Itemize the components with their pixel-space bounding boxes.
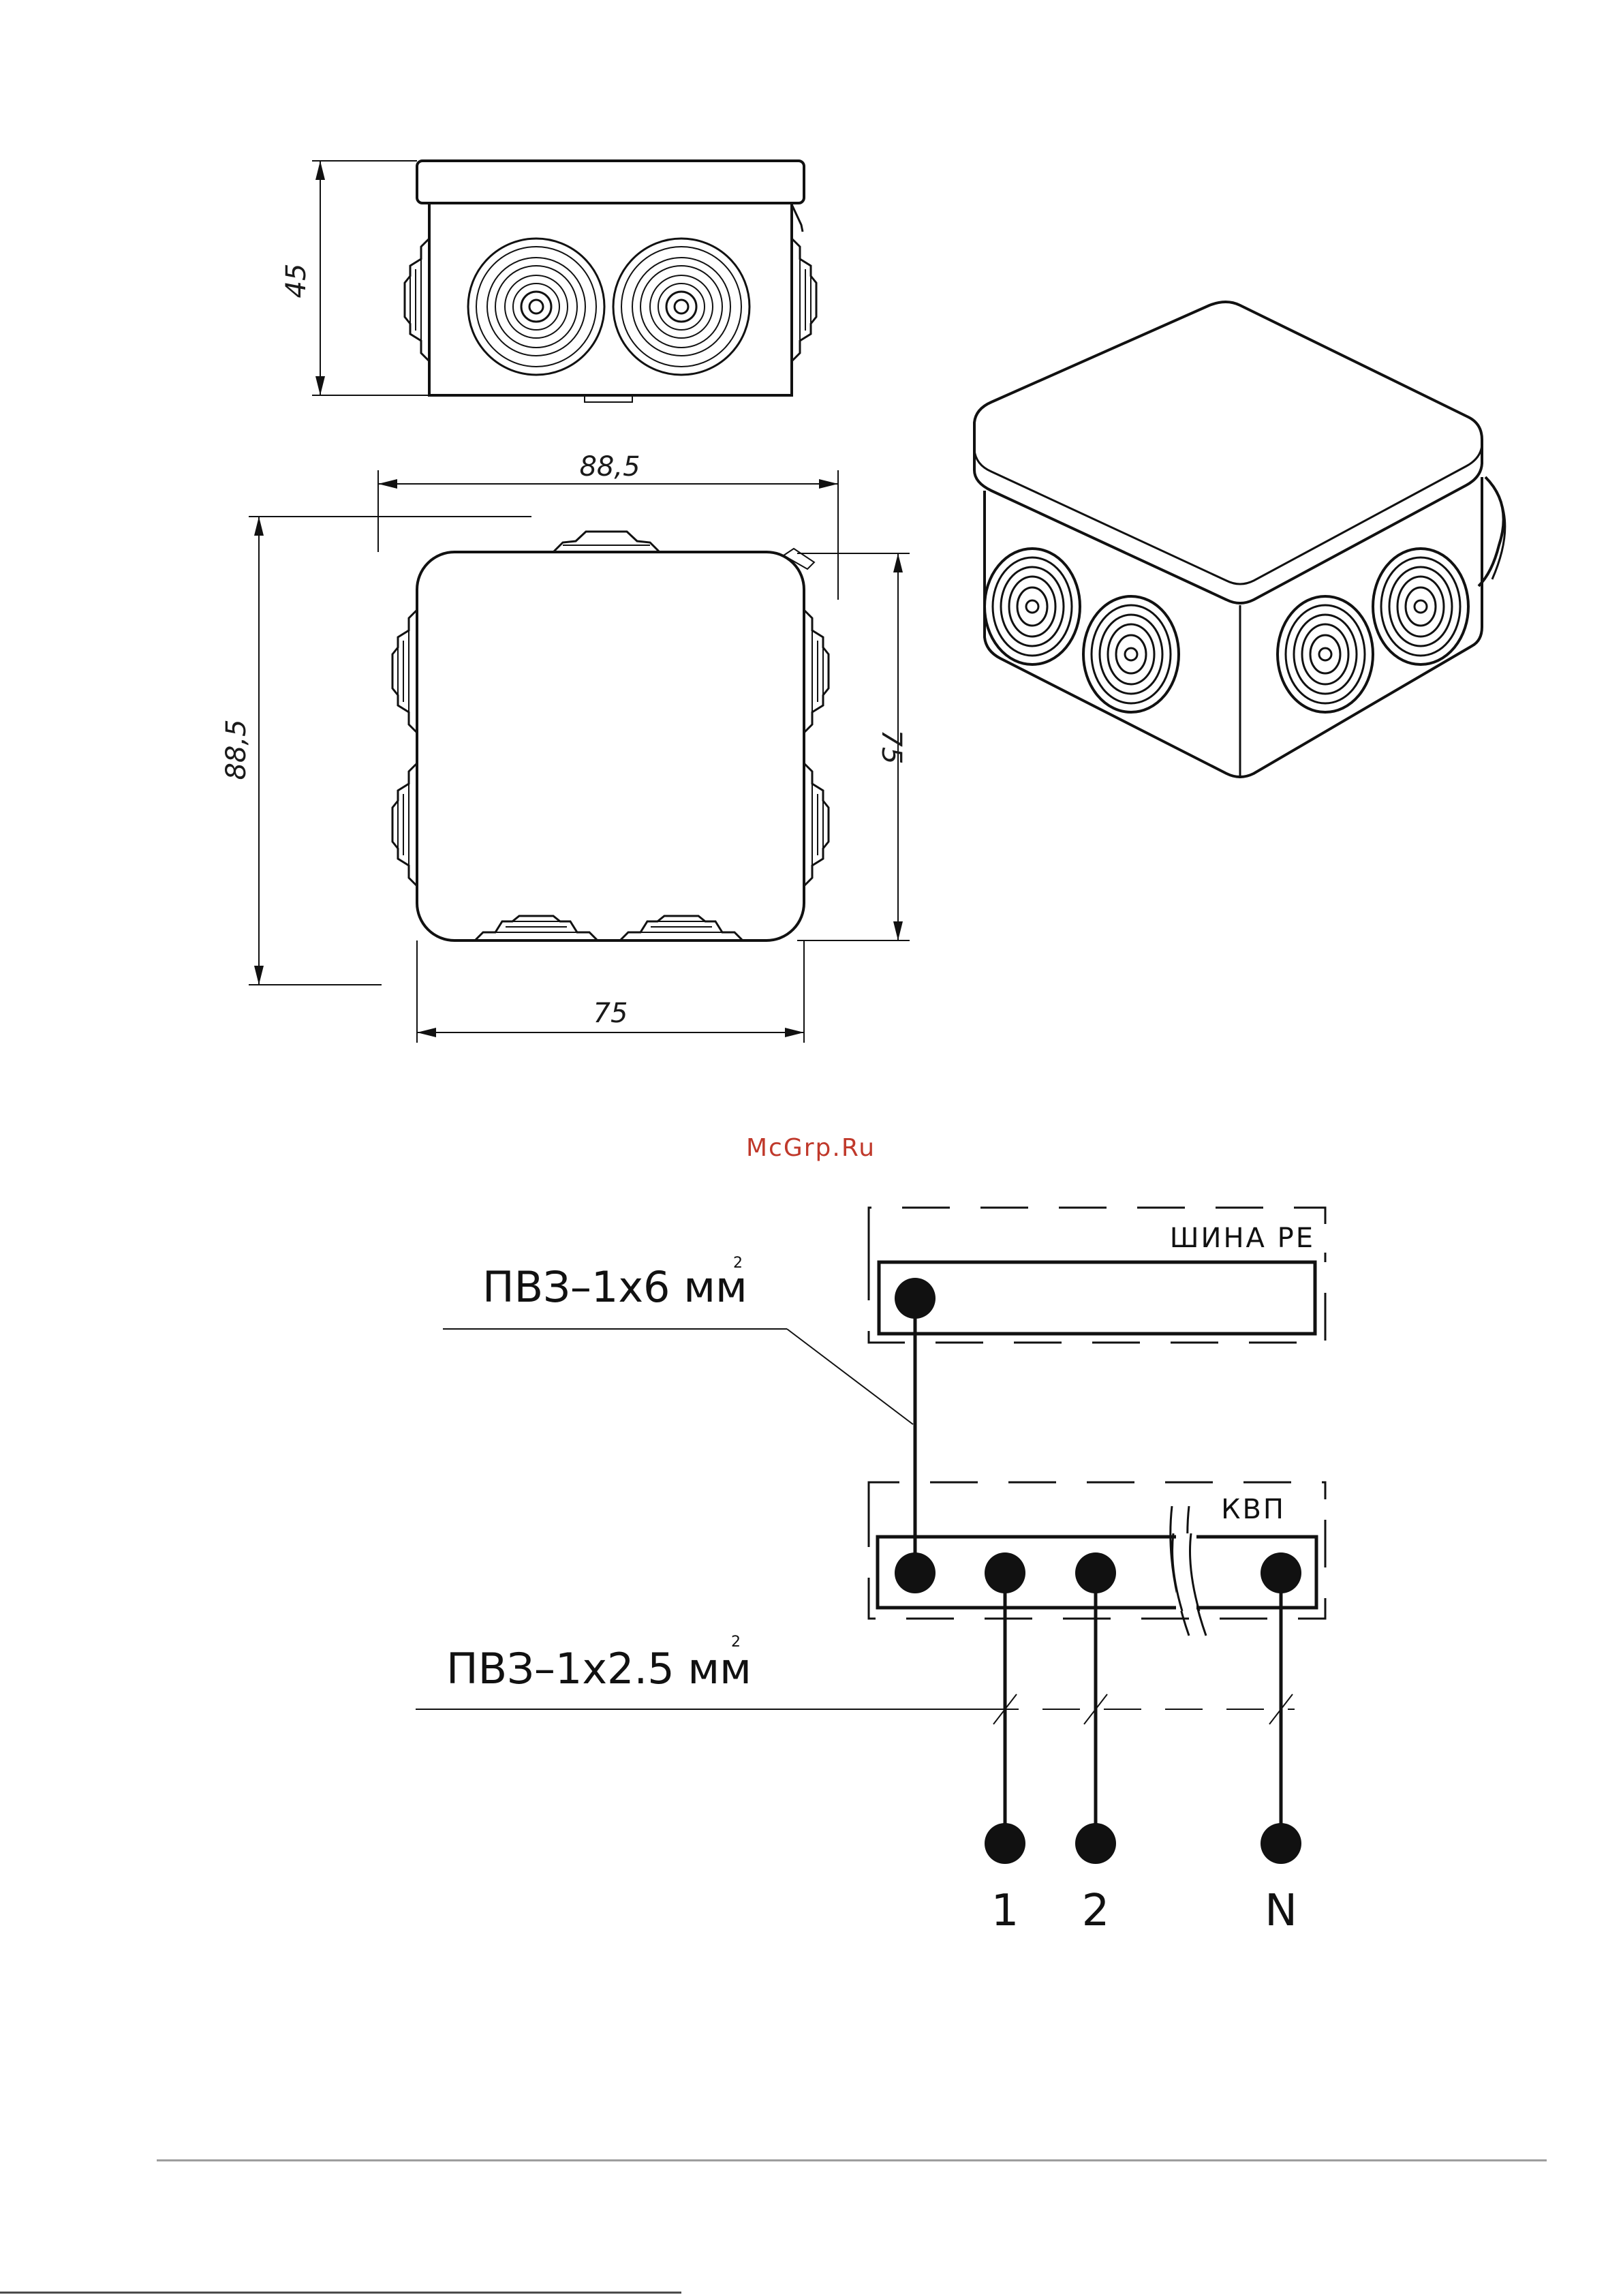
watermark-text: McGrp.Ru [746, 1134, 876, 1162]
terminal-label-n: N [1265, 1886, 1297, 1936]
cable-pe-label: ПВЗ–1х6 мм [482, 1262, 747, 1312]
cable-pe-sup: 2 [733, 1255, 743, 1272]
gland-icon [1083, 596, 1179, 712]
terminal-label-2: 2 [1082, 1886, 1110, 1936]
pe-bus-label: ШИНА РЕ [1170, 1223, 1315, 1254]
terminal-block-label: КВП [1221, 1494, 1286, 1525]
dim-inner-width: 75 [593, 998, 628, 1029]
wiring-schematic: ШИНА РЕ ПВЗ–1х6 мм 2 КВП ПВЗ–1х2.5 мм 2 [416, 1208, 1325, 1936]
pe-bus [879, 1262, 1315, 1334]
terminal-label-1: 1 [991, 1886, 1019, 1936]
gland-icon [1278, 596, 1373, 712]
output-terminal-2 [1075, 1823, 1116, 1864]
output-terminal-1 [985, 1823, 1025, 1864]
kvp-terminal [895, 1552, 936, 1593]
gland-icon [468, 239, 604, 375]
gland-icon [1373, 549, 1468, 664]
isometric-view [974, 302, 1505, 778]
output-terminal-n [1261, 1823, 1301, 1864]
side-view: 45 [281, 161, 816, 402]
dim-height-left: 88,5 [221, 719, 252, 780]
dim-inner-height: 75 [876, 730, 907, 765]
cable-main-sup: 2 [731, 1634, 741, 1651]
dim-width-top: 88,5 [579, 451, 640, 483]
gland-icon [985, 549, 1080, 664]
dim-height-side: 45 [281, 264, 312, 299]
cable-main-label: ПВЗ–1х2.5 мм [446, 1644, 752, 1694]
top-view: 88,5 88,5 75 75 [221, 451, 910, 1043]
gland-icon [613, 239, 749, 375]
